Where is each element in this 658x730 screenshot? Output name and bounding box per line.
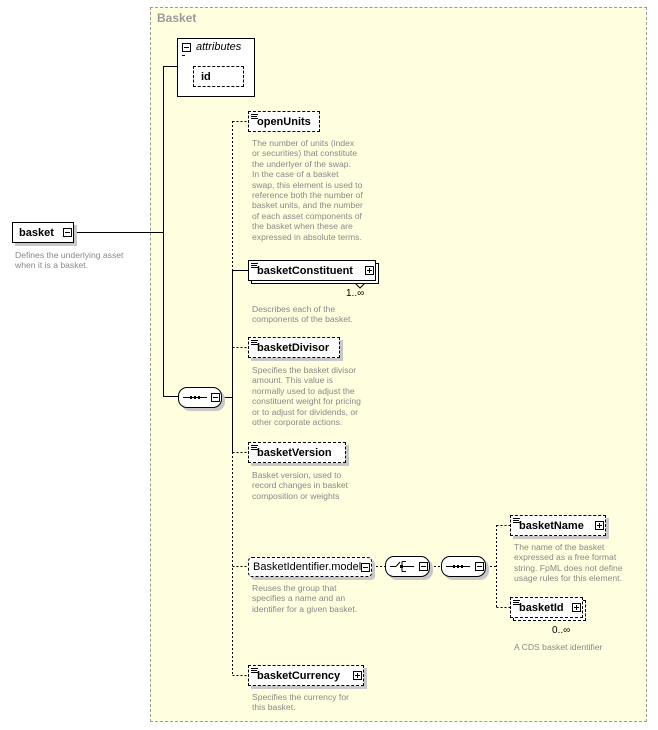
collapse-icon[interactable] [475, 562, 484, 571]
basketDivisor-description: Specifies the basket divisor amount. Thi… [252, 365, 361, 428]
basketId-cardinality: 0..∞ [552, 625, 571, 636]
basketConstituent-cardinality: 1..∞ [346, 288, 365, 299]
basket-node-label: basket [19, 227, 54, 239]
attribute-id[interactable]: id [193, 66, 244, 87]
element-openUnits[interactable]: openUnits [248, 111, 320, 132]
basket-description: Defines the underlying asset when it is … [15, 250, 124, 271]
attributes-label: attributes [196, 41, 242, 53]
sequence-icon [446, 565, 470, 568]
collapse-icon[interactable] [182, 43, 191, 52]
collapse-icon[interactable] [63, 228, 72, 237]
choice-compositor[interactable] [385, 556, 430, 577]
element-basketCurrency[interactable]: basketCurrency [248, 665, 364, 686]
element-basketConstituent[interactable]: basketConstituent [248, 260, 376, 281]
inner-sequence-compositor[interactable] [441, 556, 486, 577]
expand-icon[interactable] [572, 603, 581, 612]
documentation-icon [513, 518, 520, 523]
group-title: Basket [157, 11, 197, 25]
sequence-compositor[interactable] [178, 387, 222, 408]
documentation-icon [251, 114, 258, 119]
basketName-description: The name of the basket expressed as a fr… [514, 542, 623, 584]
group-BasketIdentifier-model[interactable]: BasketIdentifier.model [248, 557, 372, 577]
documentation-icon [251, 445, 258, 450]
basketId-description: A CDS basket identifier [514, 642, 603, 652]
collapse-icon[interactable] [419, 562, 428, 571]
openUnits-description: The number of units (index or securities… [252, 138, 363, 242]
basket-node[interactable]: basket [12, 222, 74, 243]
attributes-header: attributes [182, 40, 241, 56]
documentation-icon [513, 600, 520, 605]
expand-icon[interactable] [595, 521, 604, 530]
element-basketVersion[interactable]: basketVersion [248, 442, 346, 463]
collapse-icon[interactable] [211, 393, 220, 402]
basketVersion-description: Basket version, used to record changes i… [252, 470, 349, 501]
basketCurrency-description: Specifies the currency for this basket. [252, 692, 349, 713]
collapse-icon[interactable] [361, 563, 370, 572]
basketIdentifierModel-description: Reuses the group that specifies a name a… [252, 583, 358, 614]
documentation-icon [251, 263, 258, 268]
expand-icon[interactable] [353, 671, 362, 680]
documentation-icon [251, 668, 258, 673]
basketConstituent-description: Describes each of the components of the … [252, 304, 353, 325]
expand-icon[interactable] [365, 266, 374, 275]
element-basketDivisor[interactable]: basketDivisor [248, 337, 340, 358]
documentation-icon [251, 340, 258, 345]
cardinality-arrow-icon [355, 283, 365, 289]
element-basketName[interactable]: basketName [510, 515, 606, 536]
element-basketId[interactable]: basketId [510, 597, 583, 618]
choice-icon [390, 561, 414, 572]
sequence-icon [183, 396, 207, 399]
